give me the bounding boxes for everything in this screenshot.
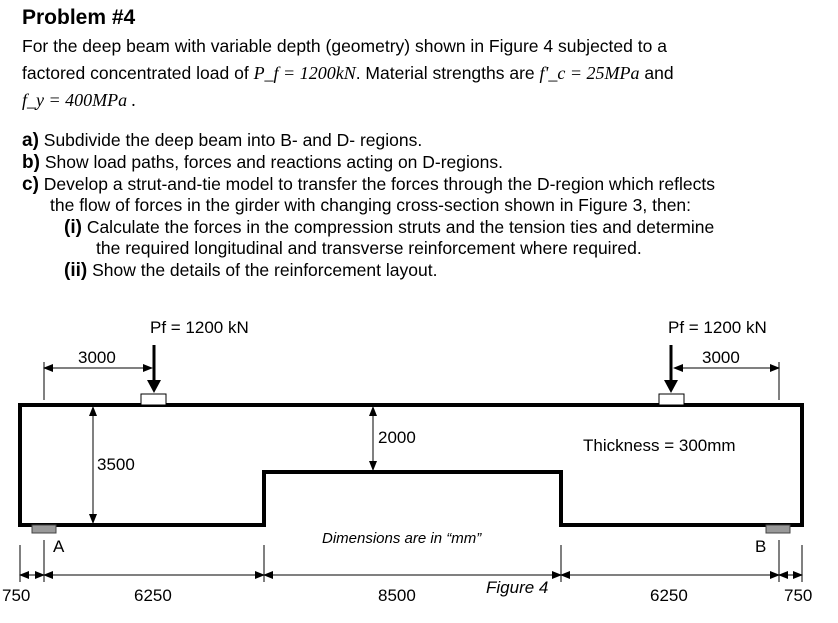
intro-line-1: For the deep beam with variable depth (g…	[22, 36, 667, 56]
figure-caption: Figure 4	[486, 578, 549, 597]
beam-outline	[18, 403, 804, 527]
dim-6250-left: 6250	[134, 586, 172, 605]
dim-3000-right: 3000	[702, 348, 740, 367]
dim-750-left: 750	[2, 586, 31, 605]
dim-3000-left: 3000	[78, 348, 116, 367]
load-label-right: Pf = 1200 kN	[668, 318, 767, 337]
dim-750-right: 750	[784, 586, 813, 605]
fy-expression: f_y = 400MPa .	[22, 90, 137, 110]
dim-8500: 8500	[378, 586, 416, 605]
task-c-line2: the flow of forces in the girder with ch…	[50, 195, 692, 215]
task-c-ii: (ii) Show the details of the reinforceme…	[64, 260, 438, 281]
dim-2000: 2000	[378, 428, 416, 447]
support-a-label: A	[53, 537, 65, 556]
support-a	[31, 524, 57, 534]
support-b-label: B	[755, 537, 767, 556]
support-b	[765, 524, 791, 534]
thickness-label: Thickness = 300mm	[583, 436, 736, 455]
intro-line-2: factored concentrated load of P_f = 1200…	[22, 63, 674, 83]
problem-intro: For the deep beam with variable depth (g…	[22, 33, 817, 114]
task-b: b) Show load paths, forces and reactions…	[22, 152, 503, 173]
task-c-i-line2: the required longitudinal and transverse…	[96, 238, 642, 258]
load-arrow-right-icon	[664, 345, 678, 393]
problem-title: Problem #4	[22, 6, 136, 29]
dim-3500: 3500	[97, 455, 135, 474]
task-c: c) Develop a strut-and-tie model to tran…	[22, 174, 715, 195]
dim-6250-right: 6250	[650, 586, 688, 605]
load-expression: P_f = 1200kN	[253, 63, 356, 83]
load-arrow-left-icon	[147, 345, 161, 393]
task-c-i: (i) Calculate the forces in the compress…	[64, 217, 715, 238]
dimensions-note: Dimensions are in “mm”	[322, 530, 482, 547]
load-pad-left	[140, 393, 167, 406]
fc-expression: f'_c = 25MPa	[539, 63, 640, 83]
task-a: a) Subdivide the deep beam into B- and D…	[22, 130, 423, 151]
load-label-left: Pf = 1200 kN	[150, 318, 249, 337]
load-pad-right	[658, 393, 685, 406]
